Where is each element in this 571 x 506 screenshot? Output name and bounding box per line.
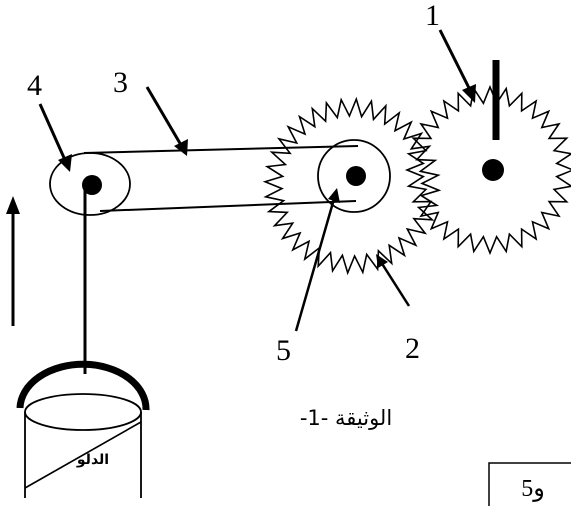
corner-box (488, 462, 571, 506)
label-4: 4 (27, 69, 42, 102)
pulley-5-axle (346, 166, 366, 186)
bucket-handle (16, 360, 150, 411)
bucket: الدلو (16, 360, 150, 498)
pulley-4-axle (82, 175, 102, 195)
pointer-3 (145, 86, 183, 146)
pointer-1-head (462, 84, 476, 103)
label-1: 1 (425, 0, 440, 32)
gear-1 (404, 84, 571, 256)
pointer-4 (38, 103, 67, 161)
bucket-rim (24, 393, 142, 431)
belt-lower-strand (99, 200, 357, 212)
pointer-3-head (174, 139, 188, 156)
corner-box-text: و5 (521, 476, 545, 502)
pointer-2 (379, 261, 411, 307)
bucket-label: الدلو (76, 452, 109, 468)
gear-1-axle (482, 159, 504, 181)
figure-caption: الوثيقة -1- (300, 406, 392, 430)
up-arrow-head (6, 196, 20, 214)
bucket-hatch (24, 421, 142, 489)
label-3: 3 (113, 66, 128, 99)
pointer-1 (438, 29, 473, 93)
pointer-4-head (58, 154, 72, 172)
label-2: 2 (405, 332, 420, 365)
label-5: 5 (276, 334, 291, 367)
pointer-5-head (328, 188, 340, 203)
bucket-body (24, 412, 142, 498)
belt-upper-strand (83, 145, 359, 154)
gear-2 (262, 96, 442, 276)
pointer-5 (294, 198, 336, 332)
pointer-2-head (376, 254, 388, 268)
